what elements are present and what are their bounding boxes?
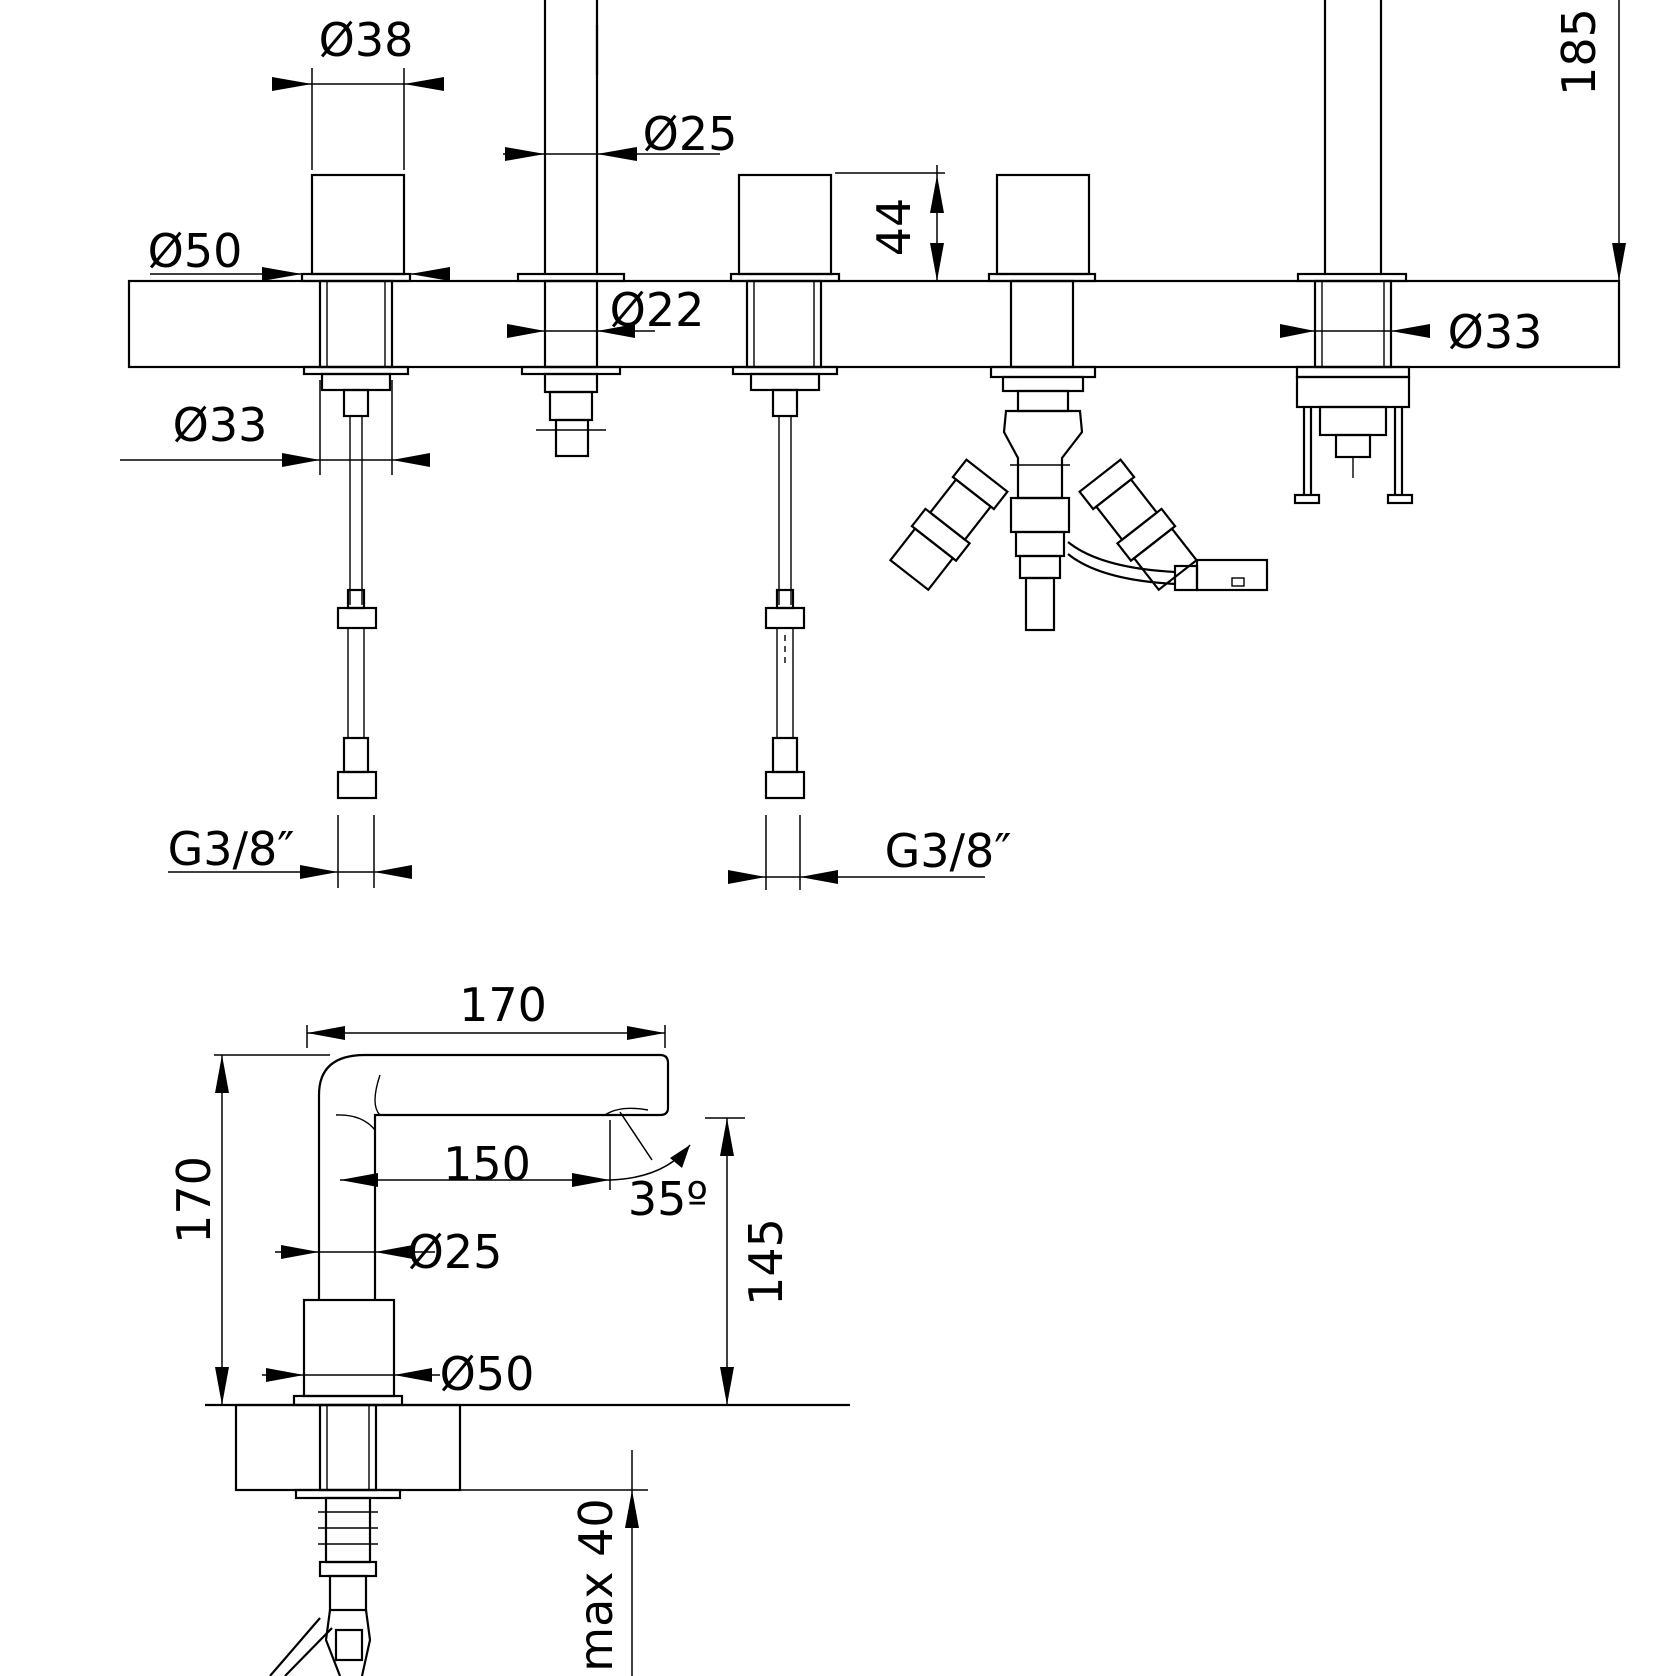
label-d50-top: Ø50 [148,224,243,278]
deck-slab [127,279,1621,369]
label-h185: 185 [1552,8,1606,96]
dim-d33-right: Ø33 [1280,305,1542,359]
dim-d50-top: Ø50 [148,224,450,281]
spout-outline [317,1053,670,1300]
label-max40: max 40 [569,1498,623,1671]
side-elevation-view: 170 170 150 35º Ø2 [167,978,850,1676]
dim-w150: 150 [340,1120,611,1191]
dim-g38-left: G3/8″ [168,815,412,888]
label-d22: Ø22 [610,283,705,337]
label-angle35: 35º [628,1172,708,1226]
label-w150: 150 [443,1137,531,1191]
dim-h145: 145 [705,1117,793,1405]
label-g38-right: G3/8″ [885,824,1012,878]
dim-angle35: 35º [609,1111,708,1226]
label-h145: 145 [739,1218,793,1306]
label-d33-left: Ø33 [173,398,268,452]
dim-d22: Ø22 [507,283,704,338]
label-h170: 170 [167,1156,221,1244]
label-d38: Ø38 [319,13,414,67]
label-d33-right: Ø33 [1448,305,1543,359]
label-w170: 170 [459,978,547,1032]
top-elevation-view: Ø38 Ø25 Ø50 Ø22 [120,0,1626,890]
deck-block [234,1403,462,1492]
left-handle [300,173,412,800]
dim-d33-left: Ø33 [120,380,430,475]
spout-stem [516,0,626,458]
dim-max40: max 40 [460,1450,648,1676]
middle-handle [729,173,841,800]
dim-w170: 170 [306,978,666,1048]
label-h44: 44 [867,198,921,257]
dim-g38-right: G3/8″ [728,815,1011,890]
dim-d50-side: Ø50 [262,1347,534,1401]
label-g38-left: G3/8″ [168,822,295,876]
dim-d25-side: Ø25 [275,1225,502,1279]
dim-h170: 170 [167,1054,330,1405]
under-deck-fittings [269,1496,378,1676]
label-d50-side: Ø50 [440,1347,535,1401]
dim-h44: 44 [835,165,945,281]
dim-h185: 185 [1552,0,1626,281]
dim-d38: Ø38 [272,13,444,170]
diverter-handle [888,173,1269,632]
label-d25-side: Ø25 [408,1225,503,1279]
dim-d25-top: Ø25 [503,107,737,161]
shower-holder [1293,0,1414,505]
spout-base [302,1298,396,1398]
label-d25-top: Ø25 [643,107,738,161]
